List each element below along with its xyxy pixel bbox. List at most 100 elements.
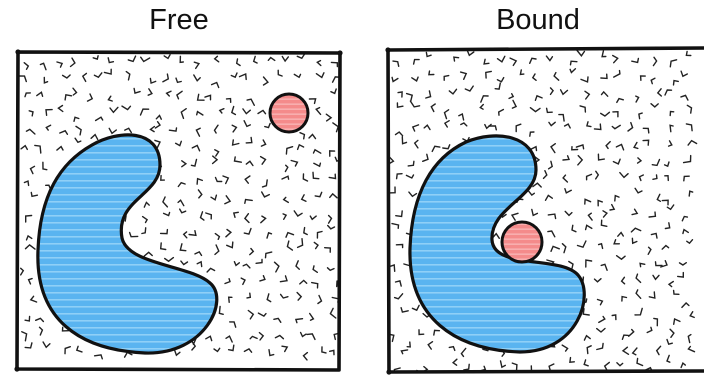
solvent-mark	[22, 332, 27, 341]
solvent-mark	[195, 252, 202, 256]
solvent-mark	[397, 174, 402, 179]
solvent-mark	[216, 178, 222, 182]
solvent-mark	[176, 78, 181, 82]
solvent-mark	[551, 246, 559, 251]
solvent-mark	[648, 247, 651, 254]
solvent-mark	[300, 280, 307, 284]
solvent-mark	[329, 216, 332, 224]
solvent-mark	[57, 147, 63, 151]
solvent-mark	[674, 319, 680, 324]
solvent-mark	[499, 110, 504, 116]
solvent-mark	[641, 76, 646, 80]
solvent-mark	[688, 335, 691, 343]
solvent-mark	[612, 125, 620, 128]
solvent-mark	[244, 349, 251, 352]
solvent-mark	[445, 121, 449, 127]
solvent-mark	[256, 260, 262, 264]
solvent-mark	[657, 194, 660, 201]
solvent-mark	[155, 122, 160, 128]
solvent-mark	[598, 300, 603, 305]
solvent-mark	[392, 77, 398, 81]
solvent-mark	[258, 110, 266, 113]
solvent-mark	[596, 171, 599, 179]
frame-corner	[14, 366, 19, 371]
solvent-mark	[461, 348, 465, 356]
solvent-mark	[331, 62, 337, 66]
solvent-mark	[622, 335, 628, 339]
solvent-mark	[60, 131, 68, 135]
solvent-mark	[667, 355, 670, 362]
solvent-mark	[587, 346, 591, 354]
solvent-mark	[177, 91, 182, 99]
solvent-mark	[613, 112, 618, 117]
solvent-mark	[622, 277, 625, 284]
solvent-mark	[687, 240, 693, 244]
solvent-mark	[412, 305, 419, 310]
solvent-mark	[613, 56, 618, 63]
frame-corner	[385, 47, 390, 52]
solvent-mark	[461, 123, 467, 126]
solvent-mark	[562, 244, 565, 253]
solvent-mark	[328, 268, 335, 271]
solvent-mark	[144, 252, 152, 256]
solvent-mark	[632, 238, 636, 243]
solvent-mark	[419, 330, 424, 335]
solvent-mark	[583, 309, 589, 315]
solvent-mark	[286, 147, 292, 154]
solvent-mark	[108, 96, 112, 101]
solvent-mark	[144, 202, 149, 207]
solvent-mark	[282, 346, 287, 351]
solvent-mark	[633, 348, 637, 355]
solvent-mark	[454, 57, 459, 61]
solvent-mark	[407, 94, 413, 102]
solvent-mark	[584, 336, 590, 340]
solvent-mark	[667, 205, 673, 209]
solvent-mark	[29, 111, 33, 116]
solvent-mark	[546, 56, 552, 60]
solvent-mark	[530, 108, 540, 112]
solvent-mark	[161, 176, 165, 181]
solvent-mark	[213, 156, 218, 163]
solvent-mark	[235, 157, 242, 162]
solvent-mark	[130, 233, 138, 237]
solvent-mark	[254, 56, 257, 63]
solvent-mark	[219, 307, 223, 315]
solvent-mark	[651, 78, 655, 84]
solvent-mark	[83, 73, 87, 81]
solvent-mark	[309, 135, 316, 139]
solvent-mark	[406, 175, 413, 178]
solvent-mark	[444, 76, 449, 81]
frame-corner	[15, 49, 20, 54]
solvent-mark	[674, 290, 679, 294]
solvent-mark	[688, 141, 697, 146]
solvent-mark	[391, 265, 395, 271]
solvent-mark	[206, 213, 212, 219]
solvent-mark	[510, 58, 516, 65]
solvent-mark	[667, 340, 672, 345]
solvent-mark	[316, 73, 324, 78]
solvent-mark	[520, 70, 523, 75]
solvent-mark	[58, 106, 62, 112]
solvent-mark	[599, 244, 603, 249]
solvent-mark	[212, 83, 219, 88]
solvent-mark	[282, 176, 289, 179]
solvent-mark	[588, 213, 592, 220]
solvent-mark	[77, 346, 82, 352]
solvent-mark	[125, 128, 132, 132]
solvent-mark	[484, 59, 489, 64]
frame-corner	[337, 50, 342, 55]
solvent-mark	[143, 217, 148, 223]
solvent-mark	[243, 109, 250, 114]
solvent-mark	[215, 234, 219, 240]
solvent-mark	[601, 264, 607, 270]
solvent-mark	[261, 216, 266, 223]
solvent-mark	[586, 260, 592, 267]
solvent-mark	[234, 212, 239, 217]
solvent-mark	[245, 200, 252, 204]
solvent-mark	[665, 223, 669, 229]
solvent-mark	[307, 334, 315, 340]
solvent-mark	[215, 245, 219, 254]
solvent-mark	[26, 245, 36, 249]
solvent-mark	[88, 94, 93, 101]
solvent-mark	[313, 266, 317, 272]
